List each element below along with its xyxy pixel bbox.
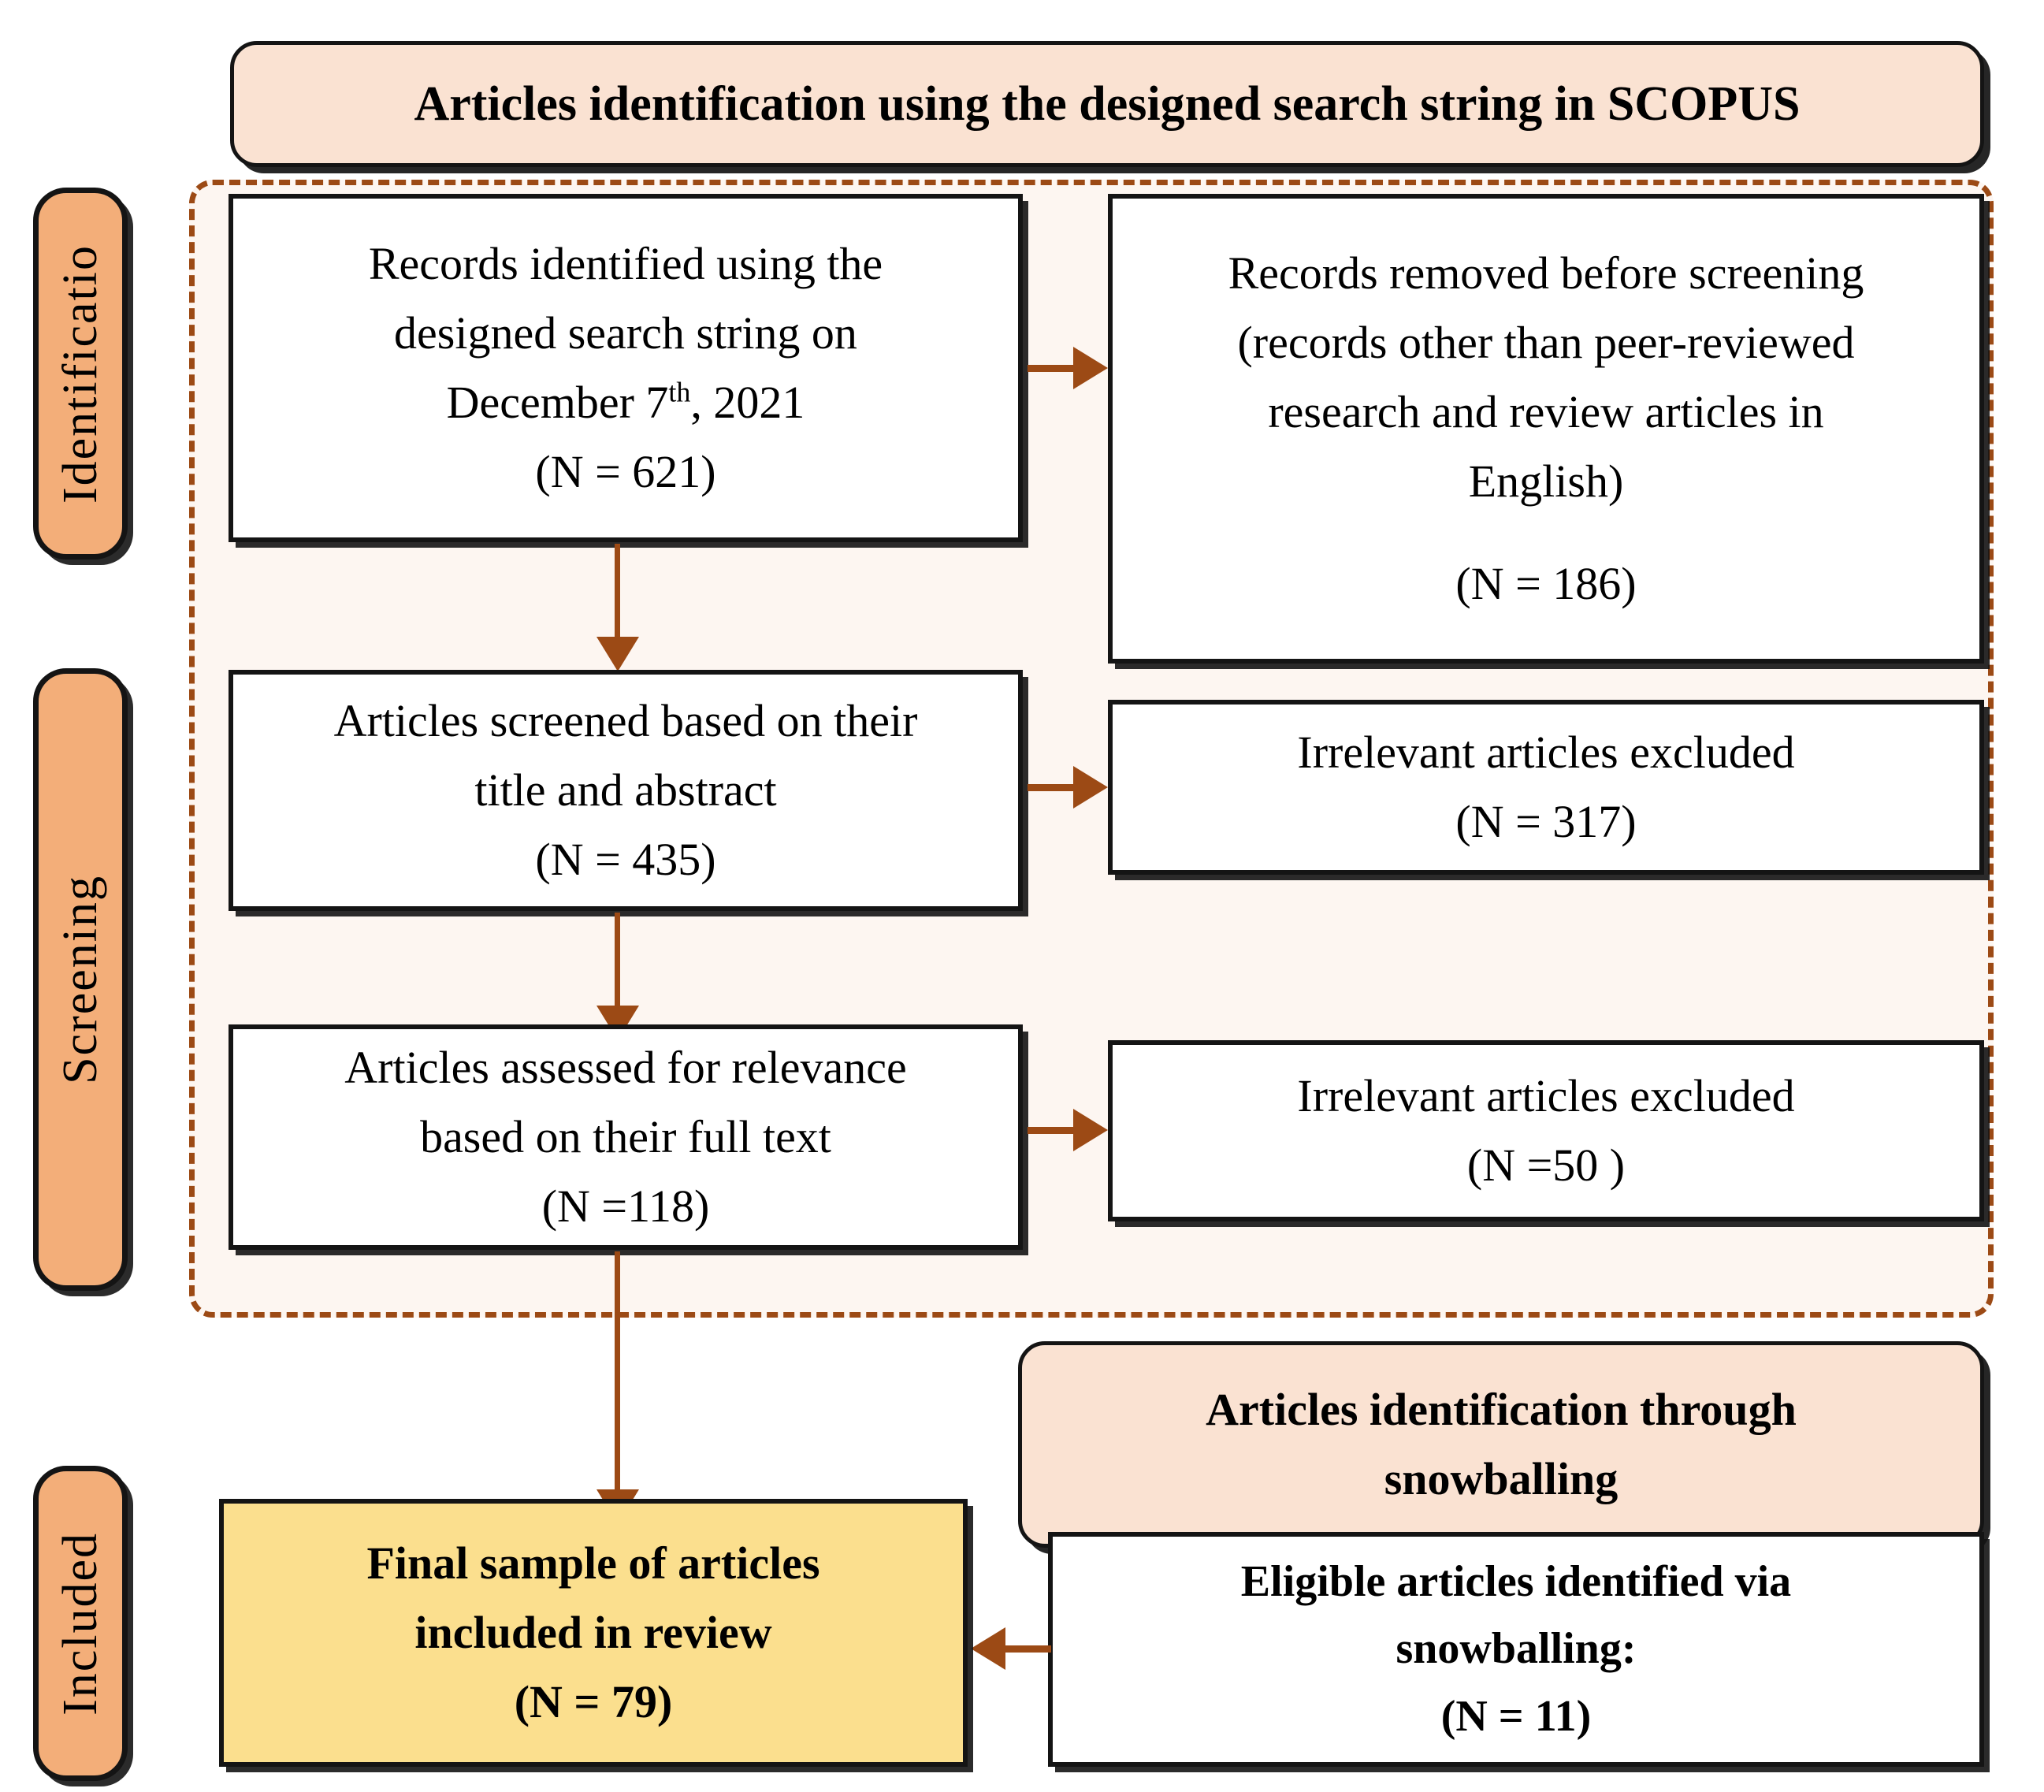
node-final-sample-text: Final sample of articles included in rev… <box>346 1529 840 1737</box>
connector-identified-to-screened-line <box>615 544 620 645</box>
node-articles-screened: Articles screened based on their title a… <box>229 670 1023 911</box>
connector-screened-to-excluded-line <box>1028 784 1073 791</box>
node-records-identified-line1: Records identified using the <box>368 237 883 289</box>
node-snowballing-eligible-line1: Eligible articles identified via <box>1240 1557 1792 1607</box>
node-records-removed-line3: research and review articles in <box>1268 385 1824 437</box>
snowballing-banner-line2: snowballing <box>1384 1453 1618 1504</box>
sidebar-item-screening: Screening <box>33 668 128 1291</box>
node-excluded-full-text-line1: Irrelevant articles excluded <box>1297 1069 1795 1121</box>
node-records-removed-count: (N = 186) <box>1455 558 1637 610</box>
snowballing-banner-text: Articles identification through snowball… <box>1185 1375 1817 1514</box>
connector-assessed-to-excluded-line <box>1028 1127 1073 1134</box>
node-excluded-title-abstract-count: (N = 317) <box>1455 796 1637 847</box>
node-records-identified-text: Records identified using the designed se… <box>348 229 903 507</box>
node-excluded-title-abstract-text: Irrelevant articles excluded (N = 317) <box>1277 718 1815 857</box>
node-records-identified-date-pre: December 7 <box>446 377 669 428</box>
node-records-removed-text: Records removed before screening (record… <box>1208 239 1885 619</box>
snowballing-banner-line1: Articles identification through <box>1206 1383 1797 1435</box>
connector-snowballing-to-final-line <box>1005 1645 1051 1653</box>
sidebar-item-included-label: Included <box>53 1531 107 1716</box>
node-articles-assessed: Articles assessed for relevance based on… <box>229 1024 1023 1250</box>
sidebar-item-included: Included <box>33 1466 128 1781</box>
node-articles-assessed-line2: based on their full text <box>420 1110 831 1162</box>
node-articles-assessed-count: (N =118) <box>541 1180 710 1232</box>
node-snowballing-eligible-line2: snowballing: <box>1395 1624 1637 1674</box>
node-records-removed-line1: Records removed before screening <box>1228 247 1864 299</box>
node-articles-assessed-text: Articles assessed for relevance based on… <box>324 1033 927 1241</box>
node-records-identified-line3: December 7th, 2021 <box>369 368 883 437</box>
connector-identified-to-removed-line <box>1028 365 1073 372</box>
node-articles-screened-text: Articles screened based on their title a… <box>314 686 938 894</box>
connector-snowballing-to-final-arrow <box>971 1627 1005 1670</box>
connector-screened-to-excluded-arrow <box>1073 766 1108 809</box>
node-excluded-full-text: Irrelevant articles excluded (N =50 ) <box>1108 1040 1984 1221</box>
node-snowballing-eligible-text: Eligible articles identified via snowbal… <box>1221 1548 1812 1749</box>
node-records-identified-date-post: , 2021 <box>690 377 805 428</box>
connector-assessed-to-excluded-arrow <box>1073 1109 1108 1151</box>
node-excluded-title-abstract-line1: Irrelevant articles excluded <box>1297 726 1795 778</box>
connector-identified-to-screened-arrow <box>596 637 639 671</box>
node-records-removed: Records removed before screening (record… <box>1108 194 1984 664</box>
node-excluded-full-text-text: Irrelevant articles excluded (N =50 ) <box>1277 1061 1815 1200</box>
node-records-identified-count: (N = 621) <box>535 446 716 498</box>
node-articles-screened-line2: title and abstract <box>474 764 777 816</box>
node-excluded-full-text-count: (N =50 ) <box>1466 1140 1626 1191</box>
node-records-identified-date-sup: th <box>668 376 691 408</box>
sidebar-item-identification-label: Identificatio <box>53 244 107 504</box>
node-final-sample-line2: included in review <box>414 1606 772 1658</box>
node-records-removed-line2: (records other than peer-reviewed <box>1237 316 1855 368</box>
connector-assessed-to-final-line <box>615 1251 620 1497</box>
connector-identified-to-removed-arrow <box>1073 347 1108 389</box>
node-records-removed-line4: English) <box>1468 455 1624 507</box>
header-banner: Articles identification using the design… <box>230 41 1984 167</box>
connector-screened-to-assessed-line <box>615 913 620 1013</box>
node-articles-screened-line1: Articles screened based on their <box>333 694 918 746</box>
node-records-identified-line2: designed search string on <box>394 307 857 359</box>
node-excluded-title-abstract: Irrelevant articles excluded (N = 317) <box>1108 700 1984 875</box>
header-banner-label: Articles identification using the design… <box>414 76 1801 131</box>
node-final-sample-line1: Final sample of articles <box>366 1537 820 1589</box>
node-final-sample-count: (N = 79) <box>514 1676 673 1728</box>
node-articles-assessed-line1: Articles assessed for relevance <box>344 1041 907 1093</box>
node-final-sample: Final sample of articles included in rev… <box>219 1499 968 1767</box>
sidebar-item-screening-label: Screening <box>53 875 107 1084</box>
node-snowballing-eligible-count: (N = 11) <box>1440 1691 1592 1741</box>
node-articles-screened-count: (N = 435) <box>535 834 716 886</box>
snowballing-banner: Articles identification through snowball… <box>1018 1341 1984 1548</box>
node-snowballing-eligible: Eligible articles identified via snowbal… <box>1048 1532 1984 1767</box>
node-records-identified: Records identified using the designed se… <box>229 194 1023 542</box>
sidebar-item-identification: Identificatio <box>33 188 128 560</box>
